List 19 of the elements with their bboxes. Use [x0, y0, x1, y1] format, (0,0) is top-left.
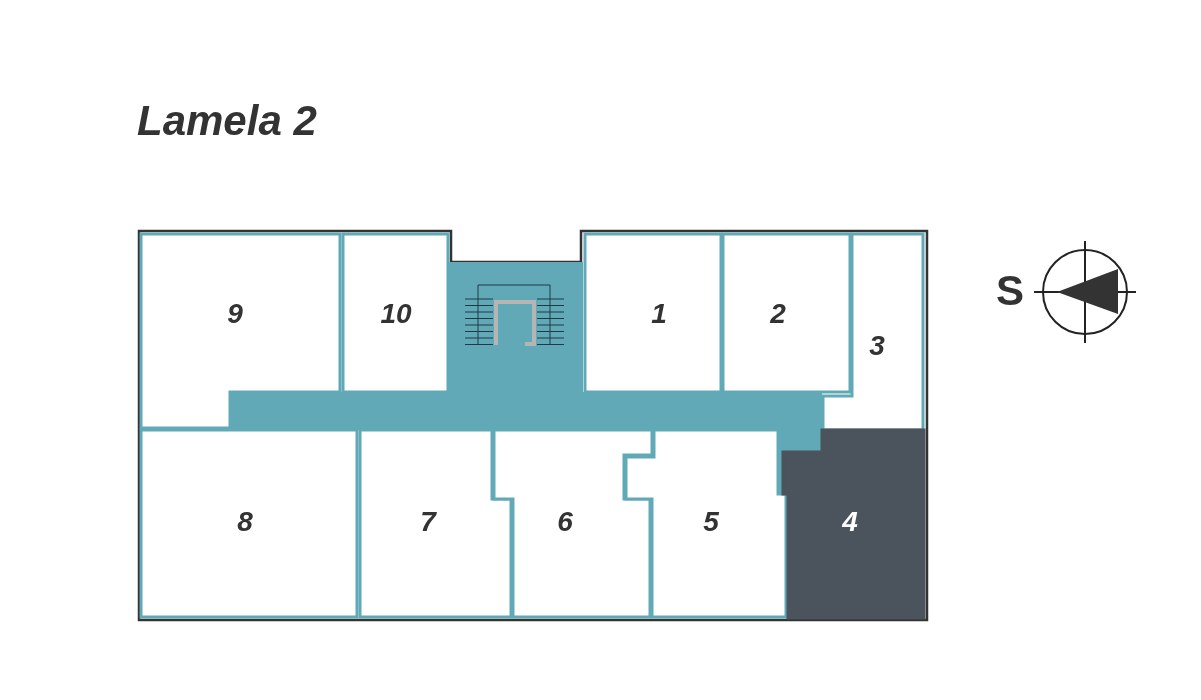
apartment-number: 8: [237, 508, 253, 536]
compass-direction-label: S: [996, 270, 1024, 312]
apartment-number: 2: [770, 300, 786, 328]
apartment-unit: [624, 428, 788, 619]
apartment-unit: [781, 428, 926, 620]
apartment-number: 10: [380, 300, 412, 328]
apartment-number: 3: [869, 332, 885, 360]
apartment-number: 4: [842, 508, 858, 536]
apartment-unit: [341, 232, 450, 394]
apartment-unit: [583, 232, 723, 394]
apartment-unit: [358, 428, 513, 619]
apartment-unit: [139, 232, 342, 430]
apartment-unit: [721, 232, 852, 394]
apartment-number: 5: [703, 508, 719, 536]
apartment-number: 7: [420, 508, 436, 536]
apartment-number: 9: [227, 300, 243, 328]
title: Lamela 2: [137, 100, 317, 142]
apartment-number: 1: [651, 300, 667, 328]
apartment-unit: [139, 428, 359, 619]
